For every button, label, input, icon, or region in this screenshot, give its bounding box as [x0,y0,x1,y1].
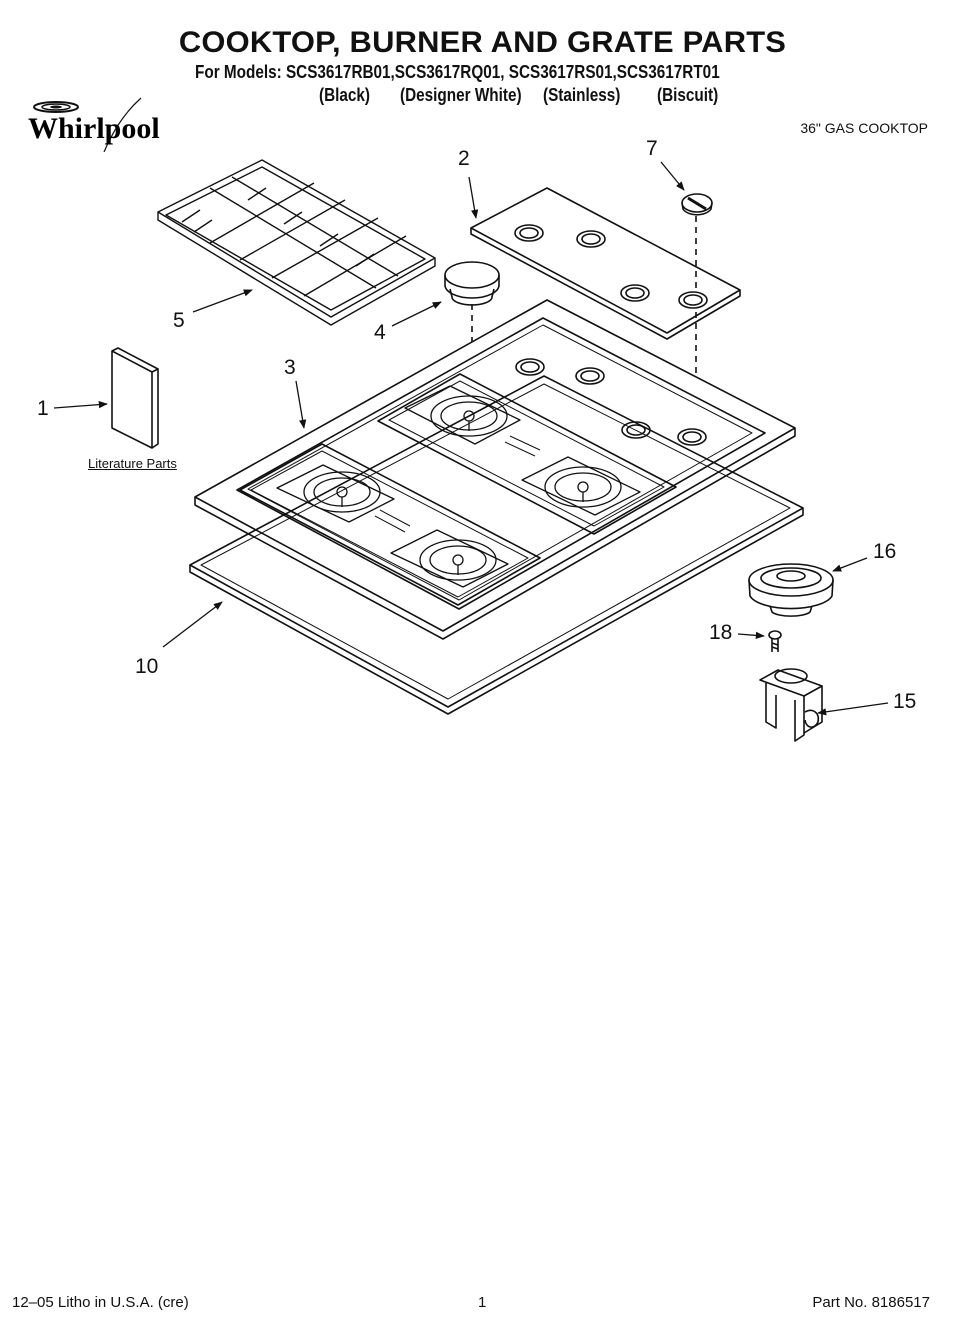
callout-18: 18 [709,621,733,644]
callout-4: 4 [374,321,386,344]
callout-10: 10 [135,655,159,678]
callout-7: 7 [646,137,658,160]
part-1-literature [111,347,159,449]
callout-1: 1 [37,397,49,420]
footer-page-number: 1 [478,1294,487,1311]
svg-text:Whirlpool: Whirlpool [28,112,160,145]
color-black: (Black) [319,85,371,105]
models-line: For Models: SCS3617RB01,SCS3617RQ01, SCS… [195,62,720,82]
part-15-burner-bracket [759,668,823,742]
part-3-cooktop [194,299,796,640]
footer-part-number: Part No. 8186517 [812,1294,930,1311]
part-5-grate [157,159,436,326]
color-biscuit: (Biscuit) [657,85,719,105]
part-18-screw [768,630,782,652]
callout-5: 5 [173,309,185,332]
callout-15: 15 [893,690,917,713]
part-7-knob [681,193,713,428]
callout-2: 2 [458,147,470,170]
literature-parts-label: Literature Parts [88,456,177,471]
product-subtitle: 36" GAS COOKTOP [800,120,928,136]
page-title: COOKTOP, BURNER AND GRATE PARTS [178,26,787,59]
callout-16: 16 [873,540,897,563]
part-10-gasket [189,375,804,715]
part-2-control-plate [470,187,741,340]
part-16-burner-base [748,563,834,617]
callout-3: 3 [284,356,296,379]
whirlpool-logo: Whirlpool [28,97,160,152]
color-stainless: (Stainless) [543,85,621,105]
footer-litho: 12–05 Litho in U.S.A. (cre) [12,1294,189,1311]
color-designer-white: (Designer White) [400,85,522,105]
part-4-burner-cap [444,261,500,350]
